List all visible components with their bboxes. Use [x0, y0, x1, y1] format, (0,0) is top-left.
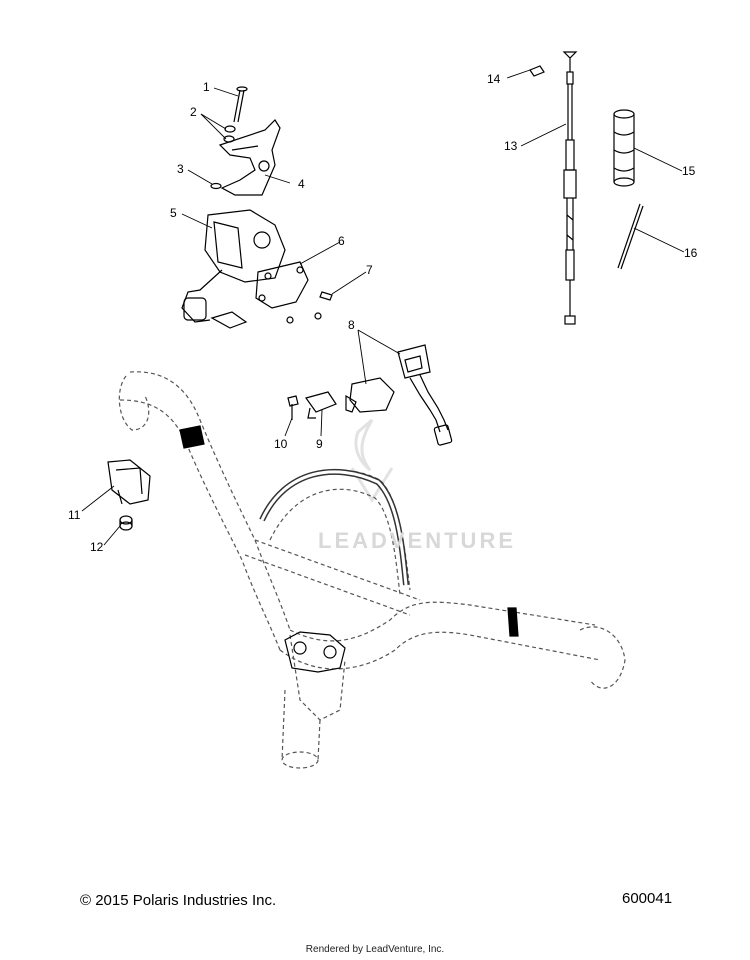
- clamp: [284, 631, 346, 673]
- copyright-text: © 2015 Polaris Industries Inc.: [80, 892, 277, 909]
- callout-label-15: 15: [682, 164, 696, 178]
- part-6-plate: [255, 261, 309, 309]
- part-13-cable: [562, 51, 578, 325]
- part-4-bracket: [218, 119, 281, 196]
- callout-label-4: 4: [298, 177, 305, 191]
- callout-label-5: 5: [170, 206, 177, 220]
- part-8-switch: [345, 344, 453, 446]
- rendered-by-text: Rendered by LeadVenture, Inc.: [305, 944, 445, 955]
- part-11-block: [107, 459, 151, 505]
- wiring-harness: [259, 468, 409, 586]
- part-10-bolt: [287, 395, 299, 420]
- callout-label-2: 2: [190, 105, 197, 119]
- part-14-clip: [529, 65, 545, 77]
- grip-bands: [179, 425, 519, 637]
- watermark-logo: [350, 418, 394, 503]
- callout-label-11: 11: [68, 508, 81, 522]
- callout-label-3: 3: [177, 162, 184, 176]
- callout-label-13: 13: [504, 139, 518, 153]
- callout-label-7: 7: [366, 263, 373, 277]
- part-3-ring: [210, 182, 222, 190]
- watermark-text: LEADVENTURE: [318, 528, 517, 553]
- diagram-part-number: 600041: [622, 890, 673, 907]
- callout-label-6: 6: [338, 234, 345, 248]
- callout-label-9: 9: [316, 437, 323, 451]
- callout-label-1: 1: [203, 80, 210, 94]
- part-7-screws: [286, 291, 333, 324]
- callout-label-12: 12: [90, 540, 104, 554]
- part-15-wrap: [613, 109, 635, 187]
- part-5-housing: [181, 209, 286, 329]
- leader-lines: [81, 69, 685, 546]
- callout-label-16: 16: [684, 246, 698, 260]
- callout-label-14: 14: [487, 72, 501, 86]
- part-1-bolt: [233, 86, 248, 123]
- part-9-clip: [305, 391, 337, 419]
- callout-label-10: 10: [274, 437, 288, 451]
- callout-label-8: 8: [348, 318, 355, 332]
- part-16-tie: [617, 203, 644, 270]
- part-12-nut: [119, 515, 133, 531]
